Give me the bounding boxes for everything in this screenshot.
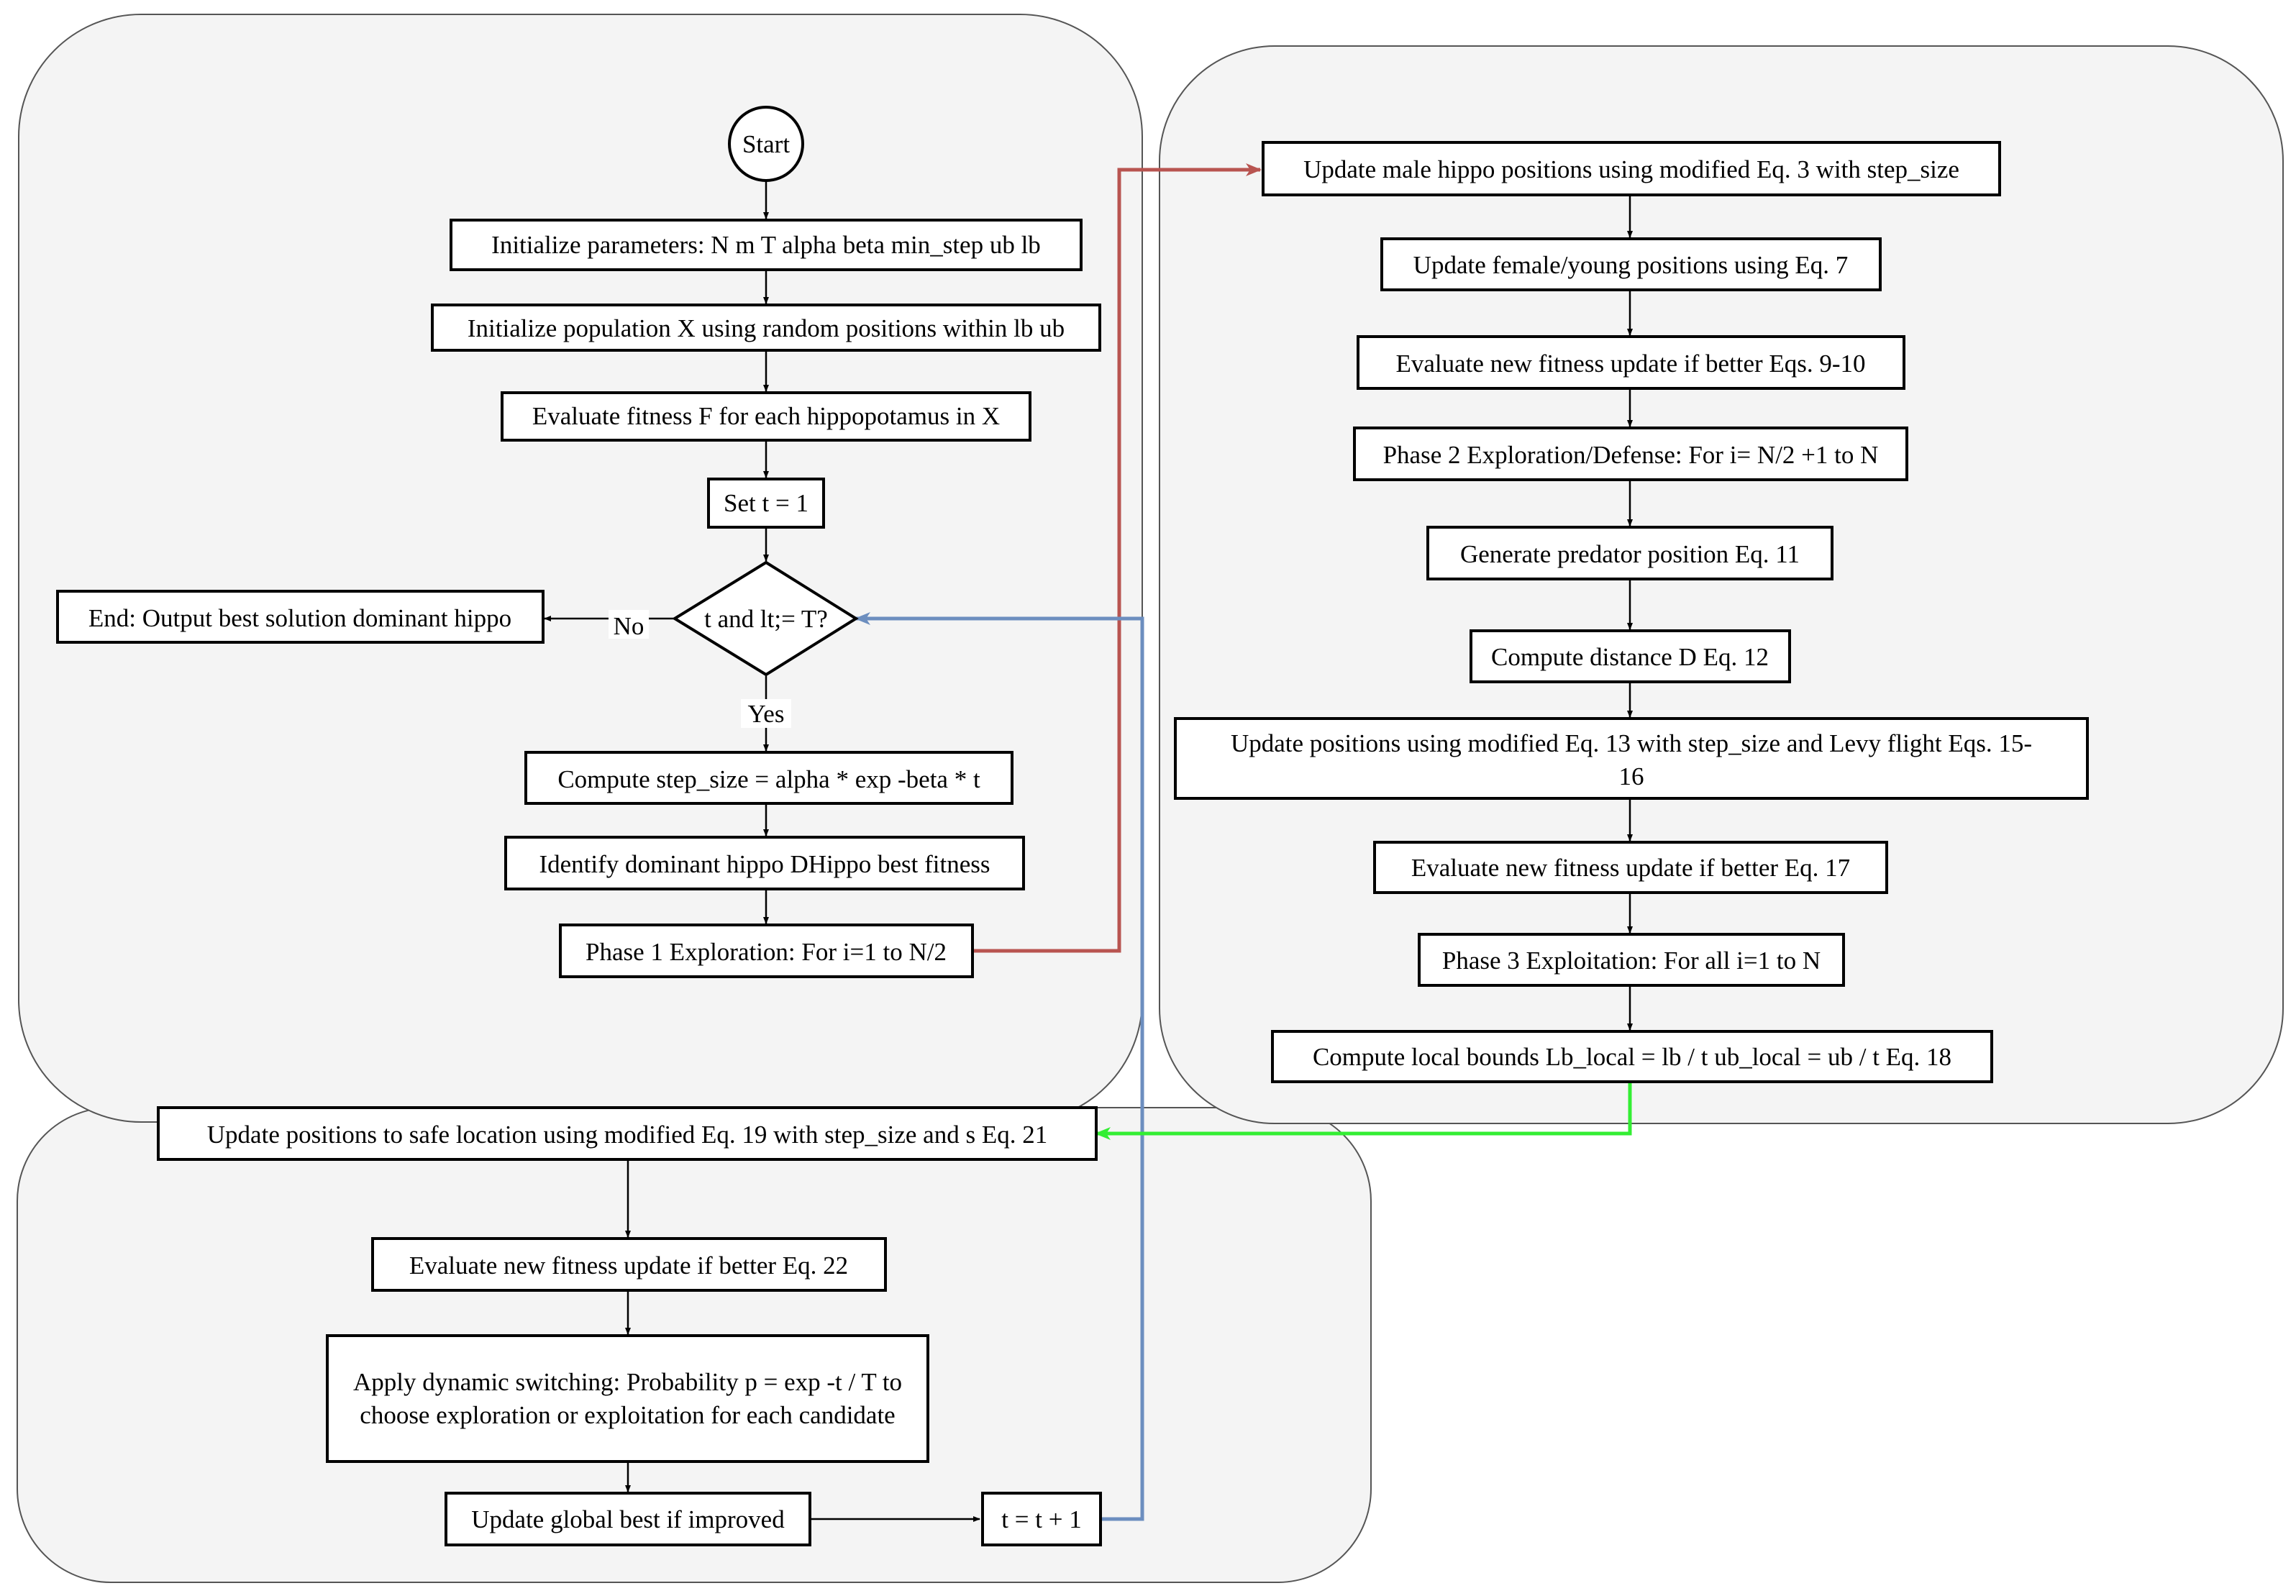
step-phase3-label: Phase 3 Exploitation: For all i=1 to N: [1442, 947, 1821, 975]
end-node: End: Output best solution dominant hippo: [56, 590, 545, 644]
decision-label: t and lt;= T?: [704, 605, 828, 633]
step-safe-location-label: Update positions to safe location using …: [207, 1121, 1047, 1149]
step-update-levy: Update positions using modified Eq. 13 w…: [1174, 717, 2089, 800]
step-local-bounds: Compute local bounds Lb_local = lb / t u…: [1271, 1030, 1993, 1083]
step-update-male: Update male hippo positions using modifi…: [1262, 141, 2001, 196]
flow-connectors: [544, 180, 1633, 1522]
decision-node: t and lt;= T?: [672, 560, 859, 677]
step-evaluate-22: Evaluate new fitness update if better Eq…: [371, 1237, 887, 1292]
step-predator: Generate predator position Eq. 11: [1426, 526, 1833, 580]
loop-back-link: [855, 612, 1144, 1521]
phase1-to-male-link: [972, 163, 1262, 953]
step-increment-t: t = t + 1: [981, 1492, 1102, 1546]
step-increment-t-label: t = t + 1: [1001, 1505, 1081, 1533]
step-predator-label: Generate predator position Eq. 11: [1460, 540, 1800, 568]
step-dynamic-switch-label: Apply dynamic switching: Probability p =…: [352, 1367, 903, 1429]
phase3-to-safe-link: [1095, 1082, 1632, 1140]
step-set-t-label: Set t = 1: [724, 489, 808, 517]
start-node: Start: [728, 106, 804, 182]
no-branch-label: No: [609, 610, 649, 640]
step-phase2-label: Phase 2 Exploration/Defense: For i= N/2 …: [1383, 441, 1879, 469]
step-phase1-label: Phase 1 Exploration: For i=1 to N/2: [586, 938, 947, 966]
step-evaluate-9-10: Evaluate new fitness update if better Eq…: [1357, 335, 1905, 390]
step-update-male-label: Update male hippo positions using modifi…: [1303, 155, 1959, 183]
step-identify-dominant: Identify dominant hippo DHippo best fitn…: [504, 836, 1025, 890]
yes-branch-label: Yes: [741, 699, 791, 728]
step-evaluate-fitness-label: Evaluate fitness F for each hippopotamus…: [532, 402, 1000, 430]
step-init-params: Initialize parameters: N m T alpha beta …: [450, 219, 1083, 271]
step-update-global: Update global best if improved: [445, 1492, 811, 1546]
step-evaluate-fitness: Evaluate fitness F for each hippopotamus…: [501, 391, 1031, 442]
no-label: No: [614, 612, 644, 640]
step-init-population-label: Initialize population X using random pos…: [468, 314, 1065, 342]
step-update-female: Update female/young positions using Eq. …: [1380, 237, 1882, 291]
step-init-population: Initialize population X using random pos…: [431, 304, 1101, 352]
step-distance: Compute distance D Eq. 12: [1470, 629, 1791, 683]
step-distance-label: Compute distance D Eq. 12: [1491, 643, 1769, 671]
step-update-female-label: Update female/young positions using Eq. …: [1413, 251, 1849, 279]
step-set-t: Set t = 1: [707, 478, 825, 529]
step-phase3: Phase 3 Exploitation: For all i=1 to N: [1418, 933, 1845, 987]
step-identify-dominant-label: Identify dominant hippo DHippo best fitn…: [539, 850, 990, 878]
yes-label: Yes: [748, 700, 785, 728]
step-evaluate-17: Evaluate new fitness update if better Eq…: [1373, 841, 1888, 894]
step-phase1: Phase 1 Exploration: For i=1 to N/2: [559, 924, 974, 978]
step-compute-step-label: Compute step_size = alpha * exp -beta * …: [557, 765, 980, 793]
decision-diamond: [672, 560, 859, 677]
step-safe-location: Update positions to safe location using …: [157, 1106, 1098, 1161]
step-update-levy-label: Update positions using modified Eq. 13 w…: [1231, 729, 2032, 790]
step-init-params-label: Initialize parameters: N m T alpha beta …: [491, 231, 1041, 259]
step-phase2: Phase 2 Exploration/Defense: For i= N/2 …: [1353, 427, 1908, 481]
step-update-global-label: Update global best if improved: [471, 1505, 785, 1533]
step-evaluate-22-label: Evaluate new fitness update if better Eq…: [409, 1251, 848, 1280]
start-label: Start: [742, 130, 790, 158]
step-local-bounds-label: Compute local bounds Lb_local = lb / t u…: [1313, 1043, 1951, 1071]
step-evaluate-9-10-label: Evaluate new fitness update if better Eq…: [1395, 350, 1865, 378]
step-dynamic-switch: Apply dynamic switching: Probability p =…: [326, 1334, 929, 1463]
start-circle: [728, 106, 804, 182]
step-evaluate-17-label: Evaluate new fitness update if better Eq…: [1411, 854, 1850, 882]
end-label: End: Output best solution dominant hippo: [88, 604, 511, 632]
step-compute-step: Compute step_size = alpha * exp -beta * …: [524, 751, 1013, 805]
